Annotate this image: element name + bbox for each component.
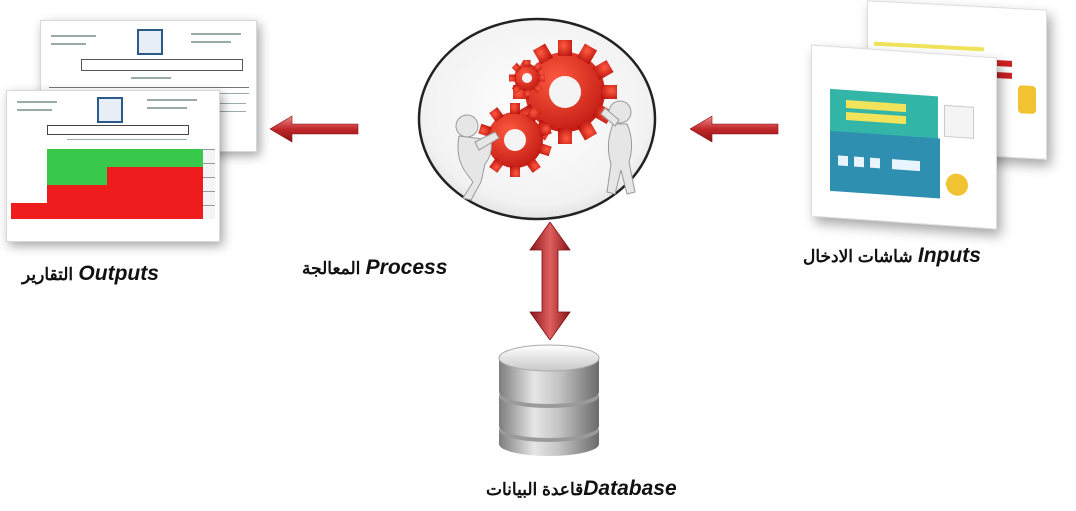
gear-medium-icon <box>478 103 552 177</box>
input-screen-front <box>811 44 997 230</box>
input-screens-illustration <box>805 0 1055 230</box>
process-illustration <box>415 14 660 224</box>
logo-icon <box>97 97 123 123</box>
arrow-inputs-to-process <box>690 115 779 143</box>
database-label-ar: قاعدة البيانات <box>486 480 584 499</box>
process-label-en: Process <box>365 256 448 279</box>
report-green-row <box>47 149 203 167</box>
person-figure-right-icon <box>600 100 636 195</box>
inputs-label: شاشات الادخال Inputs <box>803 244 981 268</box>
report-red-row <box>107 167 203 185</box>
database-cylinder-icon <box>498 344 600 456</box>
outputs-label: التقارير Outputs <box>22 262 159 286</box>
reports-illustration <box>0 20 260 250</box>
outputs-label-ar: التقارير <box>22 265 74 284</box>
inputs-label-ar: شاشات الادخال <box>803 247 913 266</box>
database-label: قاعدة البياناتDatabase <box>486 477 677 501</box>
arrow-process-to-outputs <box>270 115 359 143</box>
arrow-process-database <box>529 222 571 340</box>
logo-icon <box>137 29 163 55</box>
process-label-ar: المعالجة <box>302 259 361 278</box>
gear-small-icon <box>509 60 545 96</box>
outputs-label-en: Outputs <box>78 262 159 285</box>
person-figure-left-icon <box>455 114 500 201</box>
process-label: المعالجة Process <box>302 256 447 280</box>
inputs-label-en: Inputs <box>917 244 981 267</box>
gear-large-icon <box>513 40 617 144</box>
report-sheet-front <box>6 90 220 242</box>
database-label-en: Database <box>583 477 677 500</box>
